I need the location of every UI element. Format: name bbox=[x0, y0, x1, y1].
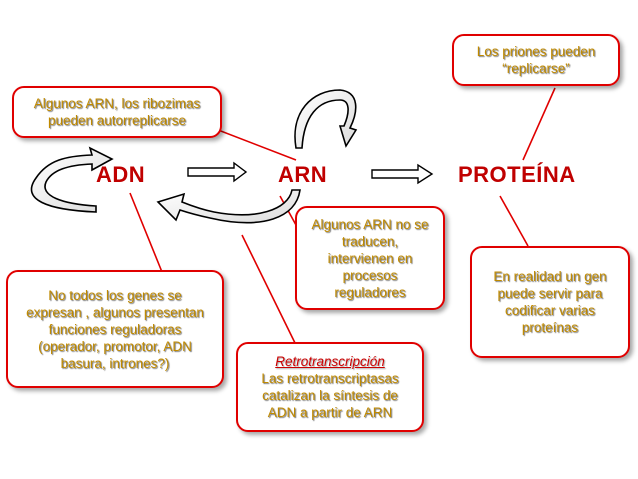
pointer-priones bbox=[522, 87, 556, 161]
callout-genes-line: basura, intrones?) bbox=[60, 355, 170, 371]
retrotranscription-arrow bbox=[156, 189, 301, 224]
callout-arn-line: procesos bbox=[342, 267, 398, 283]
callout-priones: Los priones pueden “replicarse” bbox=[452, 34, 620, 86]
callout-retro-line: ADN a partir de ARN bbox=[267, 405, 393, 420]
callout-genes-line: (operador, promotor, ADN bbox=[38, 338, 192, 354]
callout-ribozimas: Algunos ARN, los ribozimas pueden autorr… bbox=[12, 86, 222, 138]
callout-arn-line: traducen, bbox=[341, 233, 399, 249]
callout-gen-line: proteínas bbox=[521, 320, 579, 335]
callout-gen-line: puede servir para bbox=[497, 286, 603, 301]
node-arn: ARN bbox=[278, 162, 328, 187]
arn-to-proteina-arrow bbox=[371, 163, 434, 185]
callout-retrotranscripcion: Retrotranscripción Las retrotranscriptas… bbox=[236, 342, 424, 432]
callout-retro-title: Retrotranscripción bbox=[275, 354, 385, 369]
pointer-lines bbox=[129, 87, 556, 346]
node-proteina: PROTEÍNA bbox=[458, 162, 576, 187]
node-adn: ADN bbox=[96, 162, 146, 187]
adn-to-arn-arrow bbox=[187, 161, 248, 183]
callout-priones-line: Los priones pueden bbox=[476, 44, 596, 59]
pointer-retro bbox=[241, 234, 297, 346]
arn-replication-arrow bbox=[294, 89, 358, 149]
callout-retro-line: Las retrotranscriptasas bbox=[261, 371, 399, 386]
callout-arn-line: intervienen en bbox=[327, 250, 413, 266]
callout-genes-line: No todos los genes se bbox=[48, 287, 182, 303]
callout-priones-line: “replicarse” bbox=[502, 61, 570, 76]
callout-genes-line: expresan , algunos presentan bbox=[26, 304, 204, 320]
callout-arn-line: Algunos ARN no se bbox=[311, 216, 429, 232]
callout-genes-line: funciones reguladoras bbox=[48, 321, 182, 337]
callout-ribozimas-line: Algunos ARN, los ribozimas bbox=[33, 96, 201, 111]
callout-gen: En realidad un gen puede servir para cod… bbox=[470, 246, 630, 358]
pointer-gen bbox=[499, 195, 529, 247]
callout-genes: No todos los genes se expresan , algunos… bbox=[6, 270, 224, 388]
callout-arn-no-traducen: Algunos ARN no se traducen, intervienen … bbox=[295, 206, 445, 310]
callout-gen-line: codificar varias bbox=[504, 303, 596, 318]
callout-gen-line: En realidad un gen bbox=[493, 269, 607, 284]
adn-replication-arrow bbox=[30, 146, 114, 213]
callout-ribozimas-line: pueden autorreplicarse bbox=[47, 113, 187, 128]
pointer-genes bbox=[129, 192, 163, 273]
callout-retro-line: catalizan la síntesis de bbox=[262, 388, 398, 403]
callout-arn-line: reguladores bbox=[334, 284, 406, 300]
